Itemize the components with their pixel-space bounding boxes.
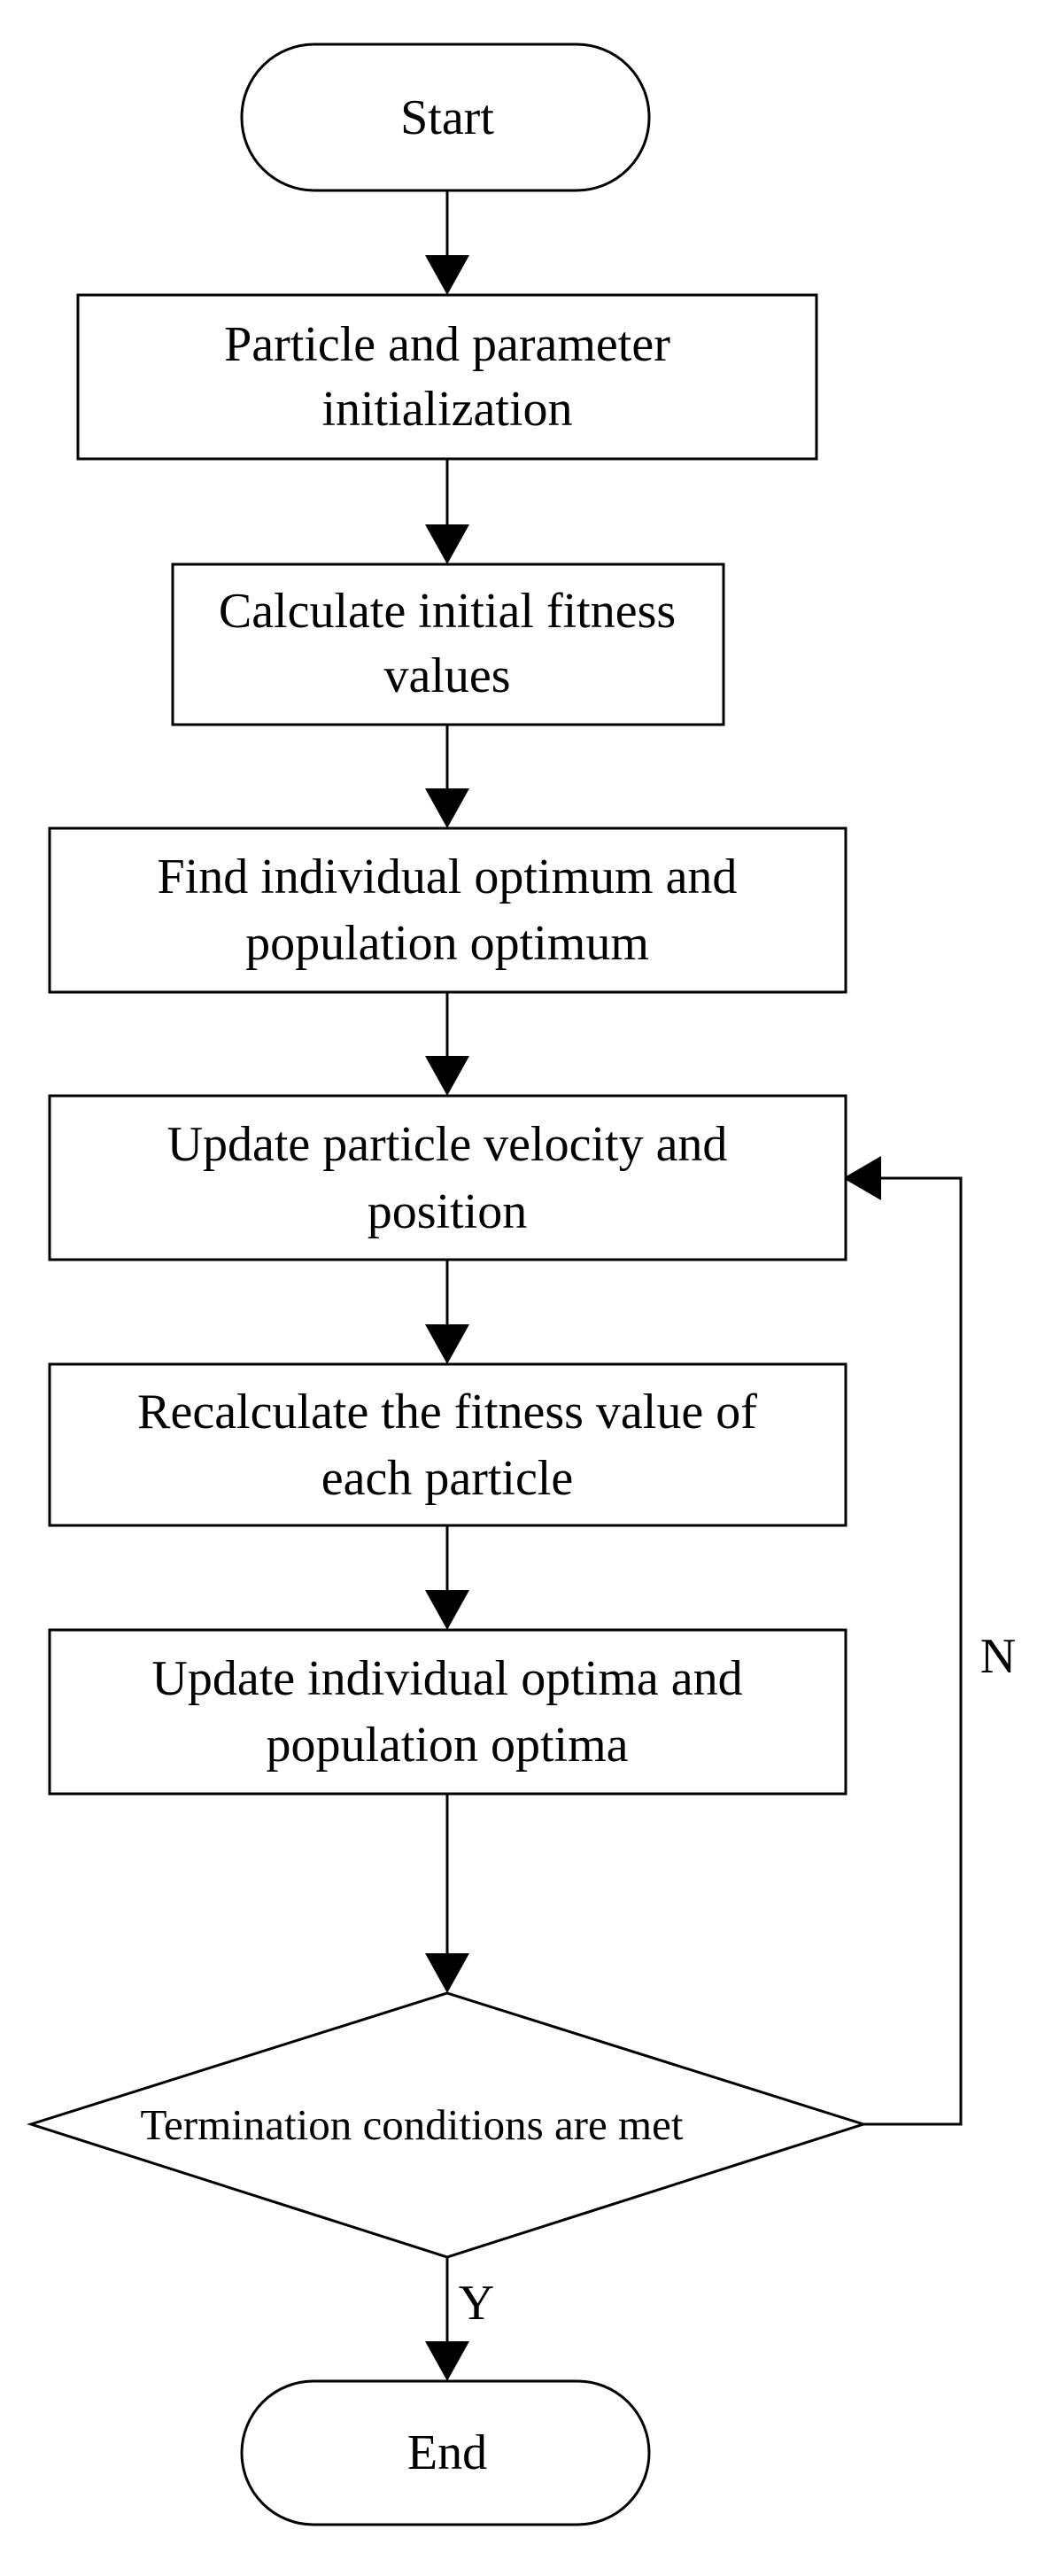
termination-decision xyxy=(27,1991,868,2259)
edge-label-no: N xyxy=(980,1629,1016,1684)
arrowhead-update-optima xyxy=(425,1590,469,1630)
find-optimum-label-line-2: population optimum xyxy=(245,916,649,971)
recalculate-label-line-1: Recalculate the fitness value of xyxy=(137,1385,757,1439)
init-process-box xyxy=(76,293,818,461)
calc-initial-process-box xyxy=(171,563,725,726)
start-label: Start xyxy=(400,90,494,145)
arrowhead-init xyxy=(425,255,469,295)
end-label: End xyxy=(407,2425,487,2480)
arrowhead-termination xyxy=(425,1953,469,1993)
arrowhead-update-velocity xyxy=(425,1056,469,1096)
edge-loopback-no xyxy=(863,1176,963,2126)
start-terminal xyxy=(240,43,651,192)
calc-initial-label-line-2: values xyxy=(383,648,510,703)
init-label-line-2: initialization xyxy=(321,382,572,437)
recalculate-label-line-2: each particle xyxy=(321,1451,573,1506)
find-optimum-process-box xyxy=(48,826,847,994)
arrowhead-find xyxy=(425,788,469,828)
update-velocity-process-box xyxy=(48,1094,847,1261)
update-optima-label-line-1: Update individual optima and xyxy=(151,1651,742,1706)
arrowhead-loopback xyxy=(843,1156,881,1200)
end-terminal xyxy=(240,2379,651,2526)
recalculate-process-box xyxy=(48,1362,847,1527)
update-optima-process-box xyxy=(48,1628,847,1796)
termination-label: Termination conditions are met xyxy=(141,2100,684,2149)
arrowhead-calc xyxy=(425,524,469,564)
calc-initial-label-line-1: Calculate initial fitness xyxy=(219,584,676,639)
find-optimum-label-line-1: Find individual optimum and xyxy=(158,850,738,904)
update-velocity-label-line-2: position xyxy=(368,1184,527,1239)
arrowhead-recalculate xyxy=(425,1324,469,1364)
init-label-line-1: Particle and parameter xyxy=(224,317,670,372)
update-velocity-label-line-1: Update particle velocity and xyxy=(167,1117,728,1172)
update-optima-label-line-2: population optima xyxy=(266,1718,628,1773)
arrowhead-end xyxy=(425,2341,469,2381)
edge-label-yes: Y xyxy=(459,2276,494,2331)
